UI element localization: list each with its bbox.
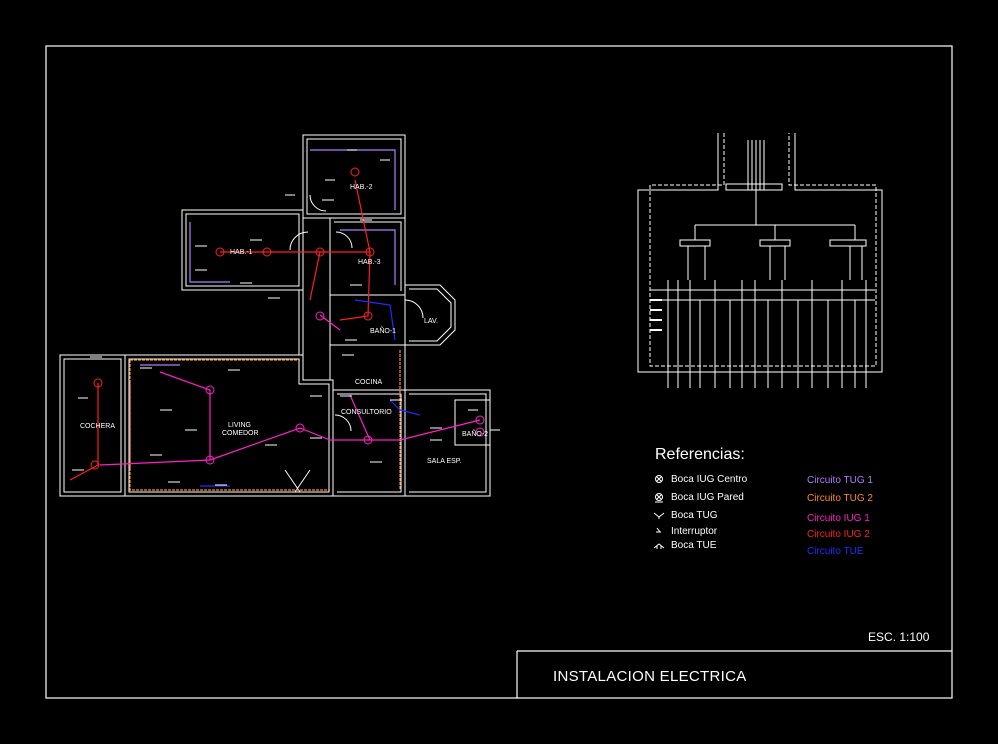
iug-centro-icon [315,247,325,257]
legend-title: Referencias: [655,446,745,463]
iug-centro-icon [655,475,663,483]
iug-centro-icon [215,247,225,257]
circuit-tug1-wire [129,149,396,470]
iug-centro-icon [363,435,373,445]
wall-consultorio [333,389,406,497]
drawing-frame [45,45,953,699]
light-points [90,167,485,470]
room-label-sala-esp: SALA ESP. [427,458,462,465]
iug-centro-icon [350,167,360,177]
circuit-outputs [667,280,867,388]
legend-circuit-iug2: Circuito IUG 2 [807,529,870,540]
wall-hab2 [302,134,406,219]
panel-tags [650,299,662,331]
circuit-iug2-wire [69,179,371,481]
iug-centro-icon [93,378,103,388]
legend-symbol-tug: Boca TUG [671,510,718,521]
panel-outline [637,133,883,373]
sub-bus [650,289,875,301]
room-label-comedor: COMEDOR [222,430,259,437]
single-line-diagram [637,133,883,388]
legend-circuit-iug1: Circuito IUG 1 [807,513,870,524]
drawing-title: INSTALACION ELECTRICA [553,668,747,685]
door-lav [404,299,424,319]
main-breaker [725,183,783,191]
legend: Referencias: Boca IUG Centro Boca IUG Pa… [653,446,873,557]
door-hab2 [309,194,327,212]
wall-lav [405,284,456,346]
wall-consultorio-inner [337,393,402,493]
wall-living [124,354,334,497]
iug-centro-icon [295,423,305,433]
branch-lines [687,246,863,280]
switch-icon [656,527,661,533]
floor-plan [59,134,491,497]
legend-symbol-iug-pared: Boca IUG Pared [671,492,744,503]
iug-centro-icon [365,247,375,257]
legend-circuit-tug2: Circuito TUG 2 [807,493,873,504]
wall-sala-esp [405,389,491,497]
iug-centro-icon [90,460,100,470]
legend-circuit-tue: Circuito TUE [807,546,864,557]
feeder-lines [747,140,765,190]
room-label-living: LIVING [228,422,251,429]
wall-bano2 [454,399,491,446]
cable-tags [72,149,500,486]
wall-sala-esp-inner [409,393,487,493]
room-labels: HAB.-2 HAB.-1 HAB.-3 BAÑO-1 LAV. COCHERA… [80,184,488,465]
breaker-b [759,239,791,247]
legend-symbol-iug-centro: Boca IUG Centro [671,474,748,485]
circuit-wiring [69,149,481,491]
circuit-tug2-wire [129,350,401,491]
iug-pared-icon [655,493,663,503]
circuit-tue-wire [200,299,421,487]
wall-hab3-inner [334,221,402,291]
iug-centro-icon [205,455,215,465]
drawing-scale: ESC. 1:100 [868,630,930,644]
room-label-bano1: BAÑO-1 [370,326,396,335]
door-hab1 [289,231,309,251]
wall-living-inner [128,358,330,493]
wall-corridor [298,218,331,380]
breaker-c [829,239,867,247]
tue-outlet-icon [653,543,665,549]
iug-centro-icon [205,385,215,395]
door-living [284,469,311,493]
wall-cochera-inner [63,358,122,493]
iug-centro-icon [475,427,485,437]
room-label-hab1: HAB.-1 [230,249,253,256]
breaker-a [679,239,711,247]
room-label-cocina: COCINA [355,379,383,386]
iug-centro-icon [262,247,272,257]
door-hab3 [335,231,353,249]
room-label-consultorio: CONSULTORIO [341,409,392,416]
iug-centro-icon [475,415,485,425]
iug-centro-icon [315,311,325,321]
wall-hab1-inner [185,213,300,287]
iug-centro-icon [363,311,373,321]
legend-circuit-tug1: Circuito TUG 1 [807,475,873,486]
legend-symbol-tue: Boca TUE [671,540,717,551]
legend-symbol-interruptor: Interruptor [671,526,718,537]
bus-bar [694,190,856,240]
panel-outline-inner [649,133,877,367]
room-label-lav: LAV. [424,318,438,325]
circuit-iug1-wire [99,314,481,466]
door-consultorio [334,414,352,432]
wall-lav-inner [409,288,452,342]
room-label-cochera: COCHERA [80,423,115,430]
wall-hab2-inner [306,138,402,215]
room-label-hab3: HAB.-3 [358,259,381,266]
room-label-hab2: HAB.-2 [350,184,373,191]
tug-outlet-icon [653,512,665,519]
room-label-bano2: BAÑO-2 [462,429,488,438]
